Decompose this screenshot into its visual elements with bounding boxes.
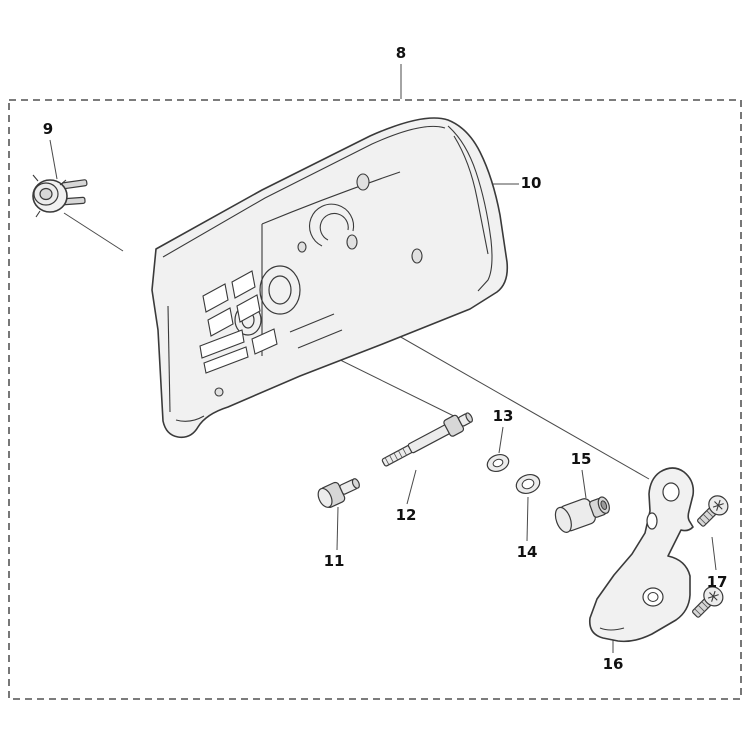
part-15-sleeve <box>554 496 610 533</box>
housing-curved-slot <box>309 203 355 247</box>
diagram-frame <box>8 99 742 700</box>
part-12-rod <box>381 412 473 467</box>
housing-boss-outer <box>259 265 301 315</box>
leader-9-housing <box>63 212 124 252</box>
torx-recess-bottom <box>707 590 719 602</box>
bracket-slot-mid <box>646 512 658 530</box>
leader-15 <box>581 469 587 499</box>
part-13-washer <box>486 453 510 473</box>
callout-12: 12 <box>395 506 417 524</box>
callout-17: 17 <box>706 573 728 591</box>
part-16-bracket <box>588 467 695 643</box>
callout-10: 10 <box>520 174 542 192</box>
part-17-screw-bottom <box>692 586 724 618</box>
part-9-connector <box>32 174 88 218</box>
leader-9 <box>49 139 58 180</box>
part-14-washer <box>515 473 541 495</box>
leader-17 <box>711 536 717 571</box>
callout-11: 11 <box>323 552 345 570</box>
leader-12 <box>406 469 417 505</box>
callout-15: 15 <box>570 450 592 468</box>
callout-16: 16 <box>602 655 624 673</box>
part-11-bolt <box>317 478 360 508</box>
torx-recess-top <box>712 499 724 511</box>
leader-11 <box>336 506 339 551</box>
bracket-hole-top <box>662 482 680 502</box>
callout-13: 13 <box>492 407 514 425</box>
housing-boss-inner <box>268 275 292 305</box>
callout-14: 14 <box>516 543 538 561</box>
part-17-screw-top <box>697 495 729 527</box>
callout-8: 8 <box>395 44 407 62</box>
leader-13 <box>498 426 504 454</box>
part-10-housing <box>151 117 509 439</box>
leader-14 <box>526 496 529 542</box>
callout-9: 9 <box>42 120 54 138</box>
